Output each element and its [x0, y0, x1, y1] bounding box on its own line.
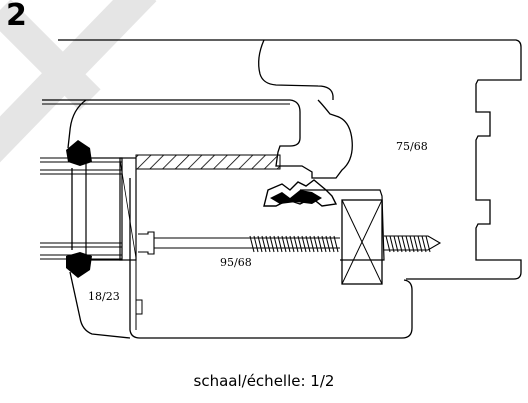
- screw-thread: [413, 235, 419, 253]
- screw-thread: [389, 235, 395, 253]
- hinge-block-cross-2: [341, 199, 383, 285]
- screw-thread: [393, 235, 399, 253]
- frame-profile: [58, 39, 522, 280]
- gasket-top: [66, 140, 92, 166]
- screw-thread: [253, 235, 259, 253]
- screw-thread: [293, 235, 299, 253]
- screw-thread: [261, 235, 267, 253]
- screw-thread: [249, 235, 255, 253]
- screw-thread: [421, 235, 427, 253]
- screw-thread: [405, 235, 411, 253]
- screw-thread: [265, 235, 271, 253]
- screw-thread: [409, 235, 415, 253]
- hatched-sealant: [135, 154, 281, 170]
- glazing-bead: [67, 99, 131, 339]
- screw-thread: [257, 235, 263, 253]
- figure-number: 2: [6, 0, 27, 33]
- screw-thread: [321, 235, 327, 253]
- screw-thread: [329, 235, 335, 253]
- screw-thread: [333, 235, 339, 253]
- sash-body: [129, 178, 413, 339]
- frame-inner-rebate: [258, 39, 334, 100]
- scale-caption: schaal/échelle: 1/2: [193, 372, 335, 390]
- screw-thread: [313, 235, 319, 253]
- screw-thread: [317, 235, 323, 253]
- watermark-cross: [0, 0, 157, 163]
- sash-section-label: 95/68: [220, 256, 252, 269]
- bead-screw-slot: [136, 299, 143, 315]
- screw-threads-right: [385, 235, 431, 253]
- screw-thread: [289, 235, 295, 253]
- bead-section-label: 18/23: [88, 290, 120, 303]
- screw-thread: [301, 235, 307, 253]
- screw-thread: [297, 235, 303, 253]
- screw-thread: [285, 235, 291, 253]
- hardware-plate: [300, 189, 385, 261]
- glazing-unit: [40, 157, 137, 261]
- screw-thread: [269, 235, 275, 253]
- screw-thread: [273, 235, 279, 253]
- screw-thread: [401, 235, 407, 253]
- hinge-block: [341, 199, 383, 285]
- frame-section-label: 75/68: [396, 140, 428, 153]
- screw-thread: [281, 235, 287, 253]
- screw-thread: [305, 235, 311, 253]
- gasket-bottom: [66, 252, 92, 278]
- screw-thread: [277, 235, 283, 253]
- screw-thread: [425, 235, 431, 253]
- screw-thread: [309, 235, 315, 253]
- weatherstrip-fill: [270, 190, 322, 204]
- screw-thread: [325, 235, 331, 253]
- fixing-screw: [138, 231, 442, 255]
- screw-thread: [385, 235, 391, 253]
- sash-profile: [42, 99, 353, 179]
- screw-thread: [417, 235, 423, 253]
- screw-thread: [397, 235, 403, 253]
